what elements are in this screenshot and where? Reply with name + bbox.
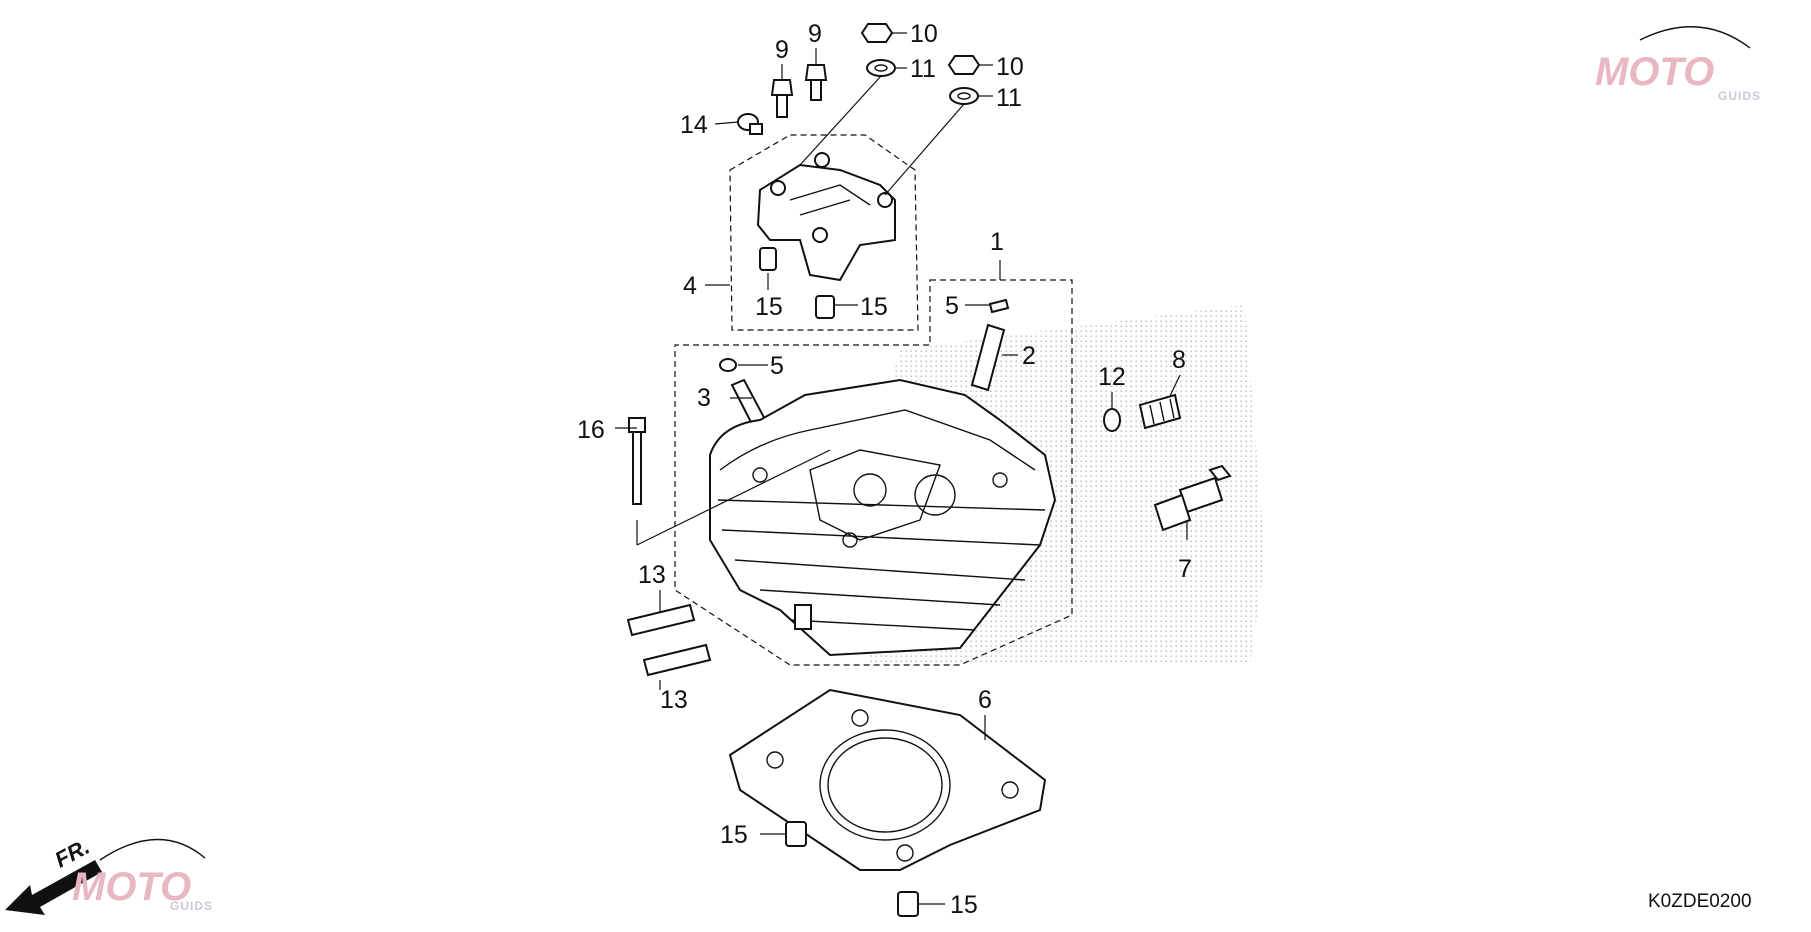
dowel-pin-15c [785,821,807,847]
moto-guids-logo-top: MOTO GUIDS [1595,26,1761,103]
washer-11b [949,87,979,105]
logo-swoosh-icon [1639,26,1751,49]
clip-5a [988,298,1010,314]
callout-5b: 5 [770,352,784,380]
callout-10a: 10 [910,20,938,48]
callout-3: 3 [697,384,711,412]
callout-1: 1 [990,228,1004,256]
logo-swoosh-icon [99,838,206,861]
callout-5a: 5 [945,292,959,320]
callout-15d: 15 [950,891,978,919]
callout-4: 4 [683,272,697,300]
long-bolt-16 [628,417,646,505]
front-arrow-icon [5,860,102,915]
assembly-box-4 [729,134,919,331]
washer-12 [1103,408,1121,432]
nut-10b [947,55,981,75]
callout-6: 6 [978,686,992,714]
callout-15c: 15 [720,821,748,849]
logo-subtext: GUIDS [170,899,213,913]
callout-15a: 15 [755,293,783,321]
callout-2: 2 [1022,342,1036,370]
stud-13b [642,643,712,677]
valve-guide-2 [970,323,1006,392]
callout-12: 12 [1098,363,1126,391]
dowel-pin-15a [759,247,777,271]
dowel-pin-15d [897,891,919,917]
temperature-sensor-8 [1138,393,1182,430]
assembly-box-1 [674,279,1073,666]
spark-plug-7 [1153,464,1232,532]
leader-lines [615,32,1188,905]
dowel-pin-15b [815,295,835,319]
callout-7: 7 [1178,555,1192,583]
callout-11b: 11 [996,84,1022,112]
cylinder-head-part [709,378,1057,657]
callout-14: 14 [680,111,708,139]
bolt-9a [770,79,794,118]
callout-15b: 15 [860,293,888,321]
callout-11a: 11 [910,55,936,83]
moto-guids-logo-bottom: MOTO GUIDS [72,838,213,913]
plug-14 [737,113,763,135]
callout-13a: 13 [638,561,666,589]
callout-16: 16 [577,416,605,444]
cylinder-head-gasket-6 [728,688,1047,871]
logo-text: MOTO [72,865,191,909]
callout-13b: 13 [660,686,688,714]
stud-13a [626,603,696,637]
logo-text: MOTO [1595,50,1714,94]
bolt-9b [804,64,828,101]
diagram-code: K0ZDE0200 [1648,891,1752,912]
o-ring-5b [719,358,737,372]
rocker-arm-holder-part [756,152,896,282]
callout-9b: 9 [808,20,822,48]
callout-10b: 10 [996,53,1024,81]
logo-subtext: GUIDS [1718,89,1761,103]
callout-8: 8 [1172,346,1186,374]
callout-9a: 9 [775,36,789,64]
nut-10a [860,23,894,43]
washer-11a [866,59,896,77]
